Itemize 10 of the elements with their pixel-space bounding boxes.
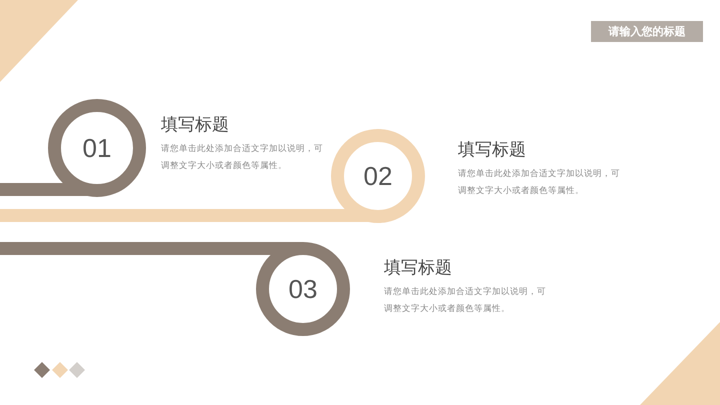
number-ring: 03 [256, 242, 350, 336]
heading: 填写标题 [458, 139, 526, 161]
description-text: 请您单击此处添加合适文字加以说明，可调整文字大小或者颜色等属性。 [161, 142, 324, 173]
description-text: 请您单击此处添加合适文字加以说明，可调整文字大小或者颜色等属性。 [458, 168, 621, 198]
number-ring: 02 [331, 129, 425, 223]
number-ring: 01 [48, 99, 146, 197]
title-banner: 请输入您的标题 [591, 21, 703, 42]
heading: 填写标题 [161, 114, 229, 136]
description-text: 请您单击此处添加合适文字加以说明，可调整文字大小或者颜色等属性。 [384, 286, 547, 316]
heading: 填写标题 [384, 257, 452, 279]
